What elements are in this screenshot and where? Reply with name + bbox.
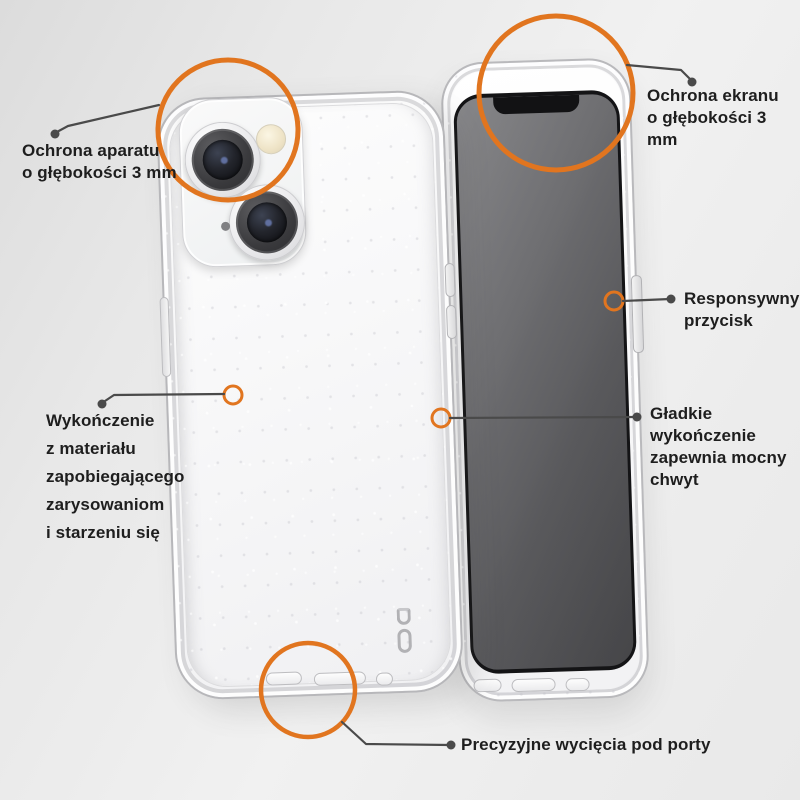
phone-front-view xyxy=(439,57,651,703)
button-leader-dot xyxy=(666,294,676,304)
camera-flash xyxy=(255,123,287,155)
camera-leader-line xyxy=(53,103,161,135)
camera-module xyxy=(177,96,308,269)
power-button xyxy=(630,274,645,354)
port-cutout xyxy=(313,671,367,687)
brand-logo xyxy=(395,607,414,655)
port-cutout xyxy=(511,677,556,693)
lens-barrel xyxy=(234,190,300,255)
phone-back-view xyxy=(155,89,465,701)
side-button-cutout xyxy=(159,296,172,378)
volume-button xyxy=(444,262,456,298)
smooth-finish-label: Gładkie wykończenie zapewnia mocny chwyt xyxy=(650,404,787,489)
ports-leader-dot xyxy=(446,740,456,750)
lens-glass xyxy=(246,201,288,244)
volume-button xyxy=(445,304,458,340)
screen-leader-line xyxy=(625,63,694,83)
front-screen xyxy=(456,93,635,671)
camera-leader-dot xyxy=(50,129,60,139)
responsive-button-label: Responsywny przycisk xyxy=(684,289,800,330)
port-cutout xyxy=(473,678,502,693)
port-cutout xyxy=(375,672,394,686)
screen-protection-label: Ochrona ekranu o głębokości 3 mm xyxy=(647,86,779,149)
camera-lens-bottom xyxy=(227,183,307,262)
material-finish-label: Wykończenie z materiału zapobiegającego … xyxy=(46,411,185,542)
port-cutout xyxy=(565,677,590,692)
port-cutouts-label: Precyzyjne wycięcia pod porty xyxy=(461,735,711,754)
camera-protection-label: Ochrona aparatu o głębokości 3 mm xyxy=(22,141,177,182)
lens-glass xyxy=(202,139,244,181)
notch xyxy=(493,94,580,115)
port-cutout xyxy=(265,671,303,686)
lens-barrel xyxy=(190,127,255,192)
ports-leader-line xyxy=(340,720,452,747)
